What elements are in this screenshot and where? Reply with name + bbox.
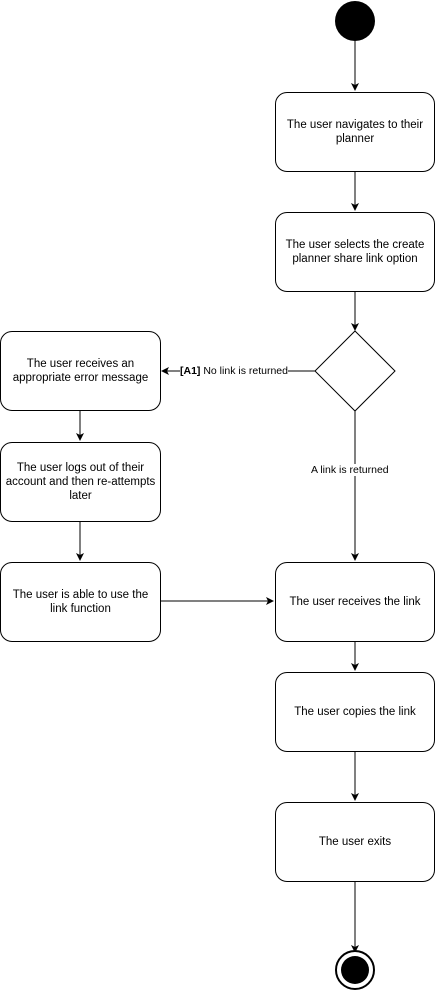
edge-label-link-returned: A link is returned (311, 464, 389, 476)
end-node-inner (341, 956, 369, 984)
activity-exits: The user exits (275, 802, 435, 882)
activity-copies-link: The user copies the link (275, 672, 435, 752)
decision-diamond (314, 330, 396, 412)
activity-error-message: The user receives an appropriate error m… (0, 331, 161, 411)
activity-label: The user copies the link (294, 706, 416, 718)
start-node (335, 1, 375, 41)
activity-label: The user receives an appropriate error m… (12, 358, 149, 384)
activity-label: The user receives the link (289, 596, 421, 608)
edge-label-link-returned-text: A link is returned (311, 464, 389, 476)
activity-label: The user logs out of their account and t… (5, 462, 156, 502)
activity-logout-retry: The user logs out of their account and t… (0, 442, 161, 522)
alternate-flow-tag: [A1] (180, 365, 201, 377)
edge-label-no-link: [A1] No link is returned (180, 365, 288, 377)
activity-label: The user navigates to their planner (286, 119, 424, 145)
activity-navigate-planner: The user navigates to their planner (275, 92, 435, 172)
activity-receives-link: The user receives the link (275, 562, 435, 642)
activity-label: The user exits (318, 836, 392, 848)
activity-label: The user is able to use the link functio… (12, 589, 149, 615)
edge-label-no-link-text: No link is returned (203, 365, 288, 377)
activity-label: The user selects the create planner shar… (285, 239, 425, 265)
activity-select-share-link: The user selects the create planner shar… (275, 212, 435, 292)
activity-use-link-function: The user is able to use the link functio… (0, 562, 161, 642)
